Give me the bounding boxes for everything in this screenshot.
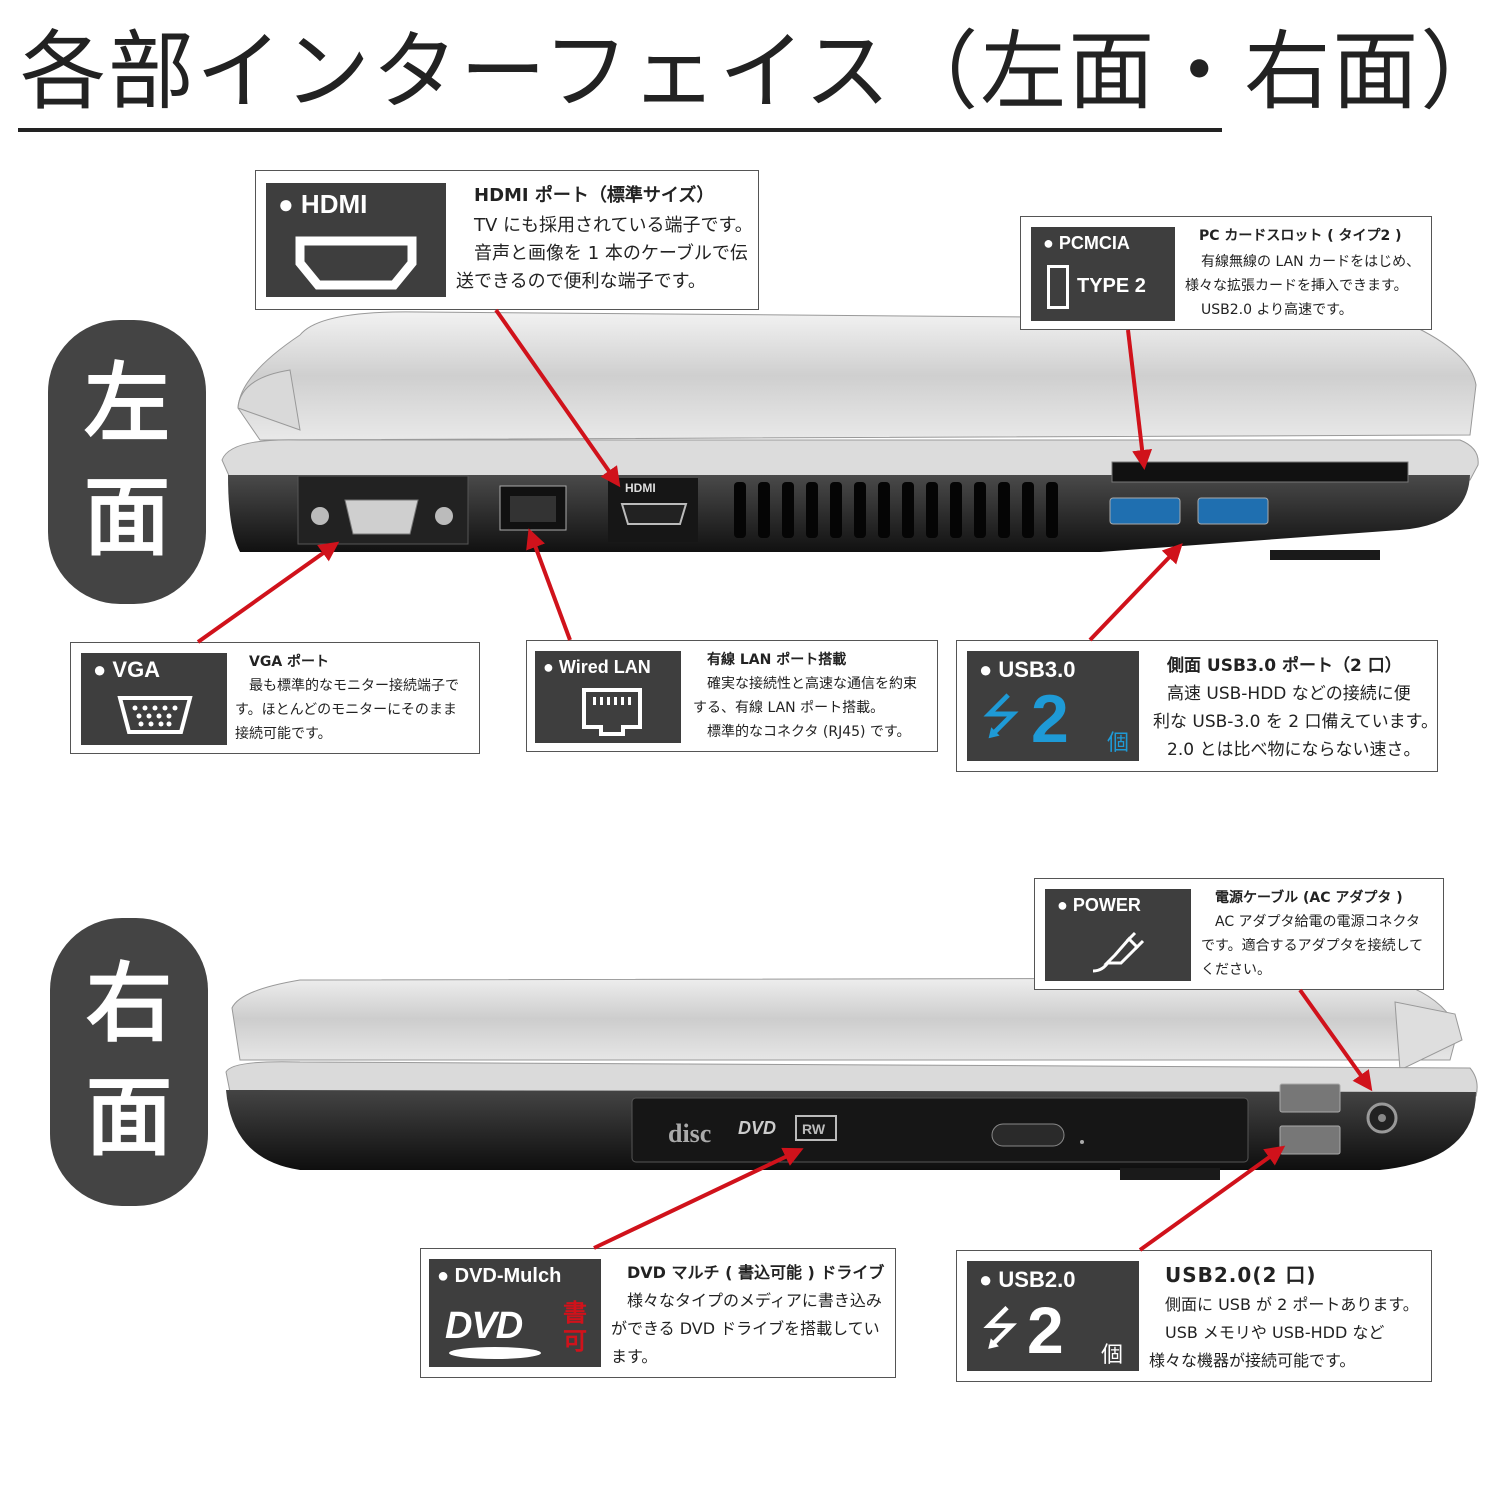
- pcmcia-badge-label: ● PCMCIA: [1043, 233, 1130, 253]
- usb2-badge: ● USB2.0 ⭍ 2 個: [967, 1261, 1139, 1371]
- left-side-label-bottom: 面: [84, 468, 170, 568]
- right-side-badge: 右 面: [50, 918, 208, 1206]
- power-badge-label: ● POWER: [1057, 895, 1141, 915]
- usb2-badge-label: ● USB2.0: [979, 1267, 1076, 1292]
- usb2-count: 2: [1027, 1293, 1064, 1367]
- usb-icon: ⭍: [981, 1301, 1020, 1355]
- title-underline: [18, 128, 1222, 132]
- usb2-unit: 個: [1101, 1343, 1124, 1368]
- hdmi-port-icon: [295, 236, 417, 290]
- vga-line-1: 最も標準的なモニター接続端子で: [249, 678, 459, 694]
- usb2-line-2: USB メモリや USB-HDD など: [1165, 1323, 1385, 1342]
- right-side-label-bottom: 面: [86, 1068, 172, 1168]
- vga-line-2: す。ほとんどのモニターにそのまま: [235, 702, 457, 718]
- svg-text:DVD: DVD: [738, 1118, 776, 1138]
- dvd-badge-label: ● DVD-Mulch: [437, 1265, 562, 1287]
- svg-text:RW: RW: [802, 1121, 826, 1137]
- hdmi-line-2: 音声と画像を 1 本のケーブルで伝: [474, 243, 748, 264]
- dvd-line-1: 様々なタイプのメディアに書き込み: [627, 1291, 882, 1310]
- vga-line-3: 接続可能です。: [235, 726, 332, 742]
- usb3-count: 2: [1031, 681, 1069, 757]
- pcmcia-badge: ● PCMCIA TYPE 2: [1031, 227, 1175, 321]
- usb3-line-2: 利な USB-3.0 を 2 口備えています。: [1153, 712, 1438, 732]
- usb3-line-3: 2.0 とは比べ物にならない速さ。: [1167, 740, 1421, 760]
- power-badge: ● POWER: [1045, 889, 1191, 981]
- usb3-line-1: 高速 USB-HDD などの接続に便: [1167, 684, 1411, 704]
- dvd-heading: DVD マルチ ( 書込可能 ) ドライブ: [627, 1263, 885, 1282]
- pc-card-icon: [1047, 265, 1069, 309]
- dvd-logo: DVD: [445, 1305, 523, 1347]
- lan-line-3: 標準的なコネクタ (RJ45) です。: [707, 724, 911, 740]
- usb2-line-1: 側面に USB が 2 ポートあります。: [1165, 1295, 1419, 1314]
- usb2-heading: USB2.0(2 口): [1165, 1263, 1317, 1287]
- hdmi-badge: ● HDMI: [266, 183, 446, 297]
- lan-badge: ● Wired LAN: [535, 651, 681, 743]
- usb3-badge-label: ● USB3.0: [979, 657, 1076, 682]
- vga-port-icon: [117, 696, 193, 734]
- left-side-label-top: 左: [84, 354, 170, 455]
- disc-icon: [449, 1347, 541, 1359]
- lan-port-icon: [582, 688, 642, 736]
- svg-text:disc: disc: [668, 1119, 711, 1148]
- power-line-2: です。適合するアダプタを接続して: [1201, 938, 1424, 954]
- lan-badge-label: ● Wired LAN: [543, 657, 651, 677]
- laptop-left-side-photo: HDMI: [221, 311, 1479, 560]
- vga-heading: VGA ポート: [249, 654, 330, 670]
- vga-callout: ● VGA VGA ポート 最も標準的なモニター接続端子で す。ほとんどのモニタ…: [70, 642, 480, 754]
- svg-text:HDMI: HDMI: [625, 481, 656, 495]
- usb-icon: ⭍: [981, 689, 1021, 745]
- pcmcia-heading: PC カードスロット ( タイプ2 ): [1199, 228, 1402, 244]
- usb3-callout: ● USB3.0 ⭍ 2 個 側面 USB3.0 ポート（2 口） 高速 USB…: [956, 640, 1438, 772]
- vga-badge: ● VGA: [81, 653, 227, 745]
- dvd-badge: ● DVD-Mulch DVD 書 可: [429, 1259, 601, 1367]
- hdmi-line-3: 送できるので便利な端子です。: [456, 271, 706, 292]
- power-heading: 電源ケーブル (AC アダプタ ): [1215, 890, 1403, 906]
- power-callout: ● POWER 電源ケーブル (AC アダプタ ) AC アダプタ給電の電源コネ…: [1034, 878, 1444, 990]
- page-title: 各部インターフェイス（左面・右面）: [20, 22, 1508, 122]
- pcmcia-type-label: TYPE 2: [1077, 275, 1146, 297]
- dvd-write-top: 書: [563, 1299, 587, 1327]
- lan-line-1: 確実な接続性と高速な通信を約束: [707, 676, 917, 692]
- lan-heading: 有線 LAN ポート搭載: [707, 652, 847, 668]
- vga-badge-label: ● VGA: [93, 657, 161, 682]
- lan-line-2: する、有線 LAN ポート搭載。: [693, 700, 885, 716]
- power-line-3: ください。: [1201, 962, 1271, 978]
- hdmi-line-1: TV にも採用されている端子です。: [474, 215, 753, 236]
- usb2-line-3: 様々な機器が接続可能です。: [1149, 1351, 1356, 1370]
- dvd-callout: ● DVD-Mulch DVD 書 可 DVD マルチ ( 書込可能 ) ドライ…: [420, 1248, 896, 1378]
- left-side-badge: 左 面: [48, 320, 206, 604]
- dvd-line-3: ます。: [611, 1347, 658, 1366]
- pcmcia-line-2: 様々な拡張カードを挿入できます。: [1185, 278, 1408, 294]
- lan-callout: ● Wired LAN 有線 LAN ポート搭載 確実な接続性と高速な通信を約束…: [526, 640, 938, 752]
- pcmcia-line-3: USB2.0 より高速です。: [1201, 302, 1353, 318]
- hdmi-heading: HDMI ポート（標準サイズ）: [474, 185, 715, 206]
- right-side-label-top: 右: [86, 954, 172, 1055]
- hdmi-badge-label: ● HDMI: [278, 189, 368, 219]
- usb3-heading: 側面 USB3.0 ポート（2 口）: [1167, 656, 1402, 676]
- power-line-1: AC アダプタ給電の電源コネクタ: [1215, 914, 1420, 930]
- usb3-unit: 個: [1107, 731, 1130, 756]
- pcmcia-line-1: 有線無線の LAN カードをはじめ、: [1201, 254, 1421, 270]
- usb3-badge: ● USB3.0 ⭍ 2 個: [967, 651, 1139, 761]
- usb2-callout: ● USB2.0 ⭍ 2 個 USB2.0(2 口) 側面に USB が 2 ポ…: [956, 1250, 1432, 1382]
- dvd-write-bottom: 可: [563, 1327, 587, 1355]
- hdmi-callout: ● HDMI HDMI ポート（標準サイズ） TV にも採用されている端子です。…: [255, 170, 759, 310]
- pcmcia-callout: ● PCMCIA TYPE 2 PC カードスロット ( タイプ2 ) 有線無線…: [1020, 216, 1432, 330]
- power-plug-icon: [1092, 931, 1145, 973]
- dvd-line-2: ができる DVD ドライブを搭載してい: [611, 1319, 880, 1338]
